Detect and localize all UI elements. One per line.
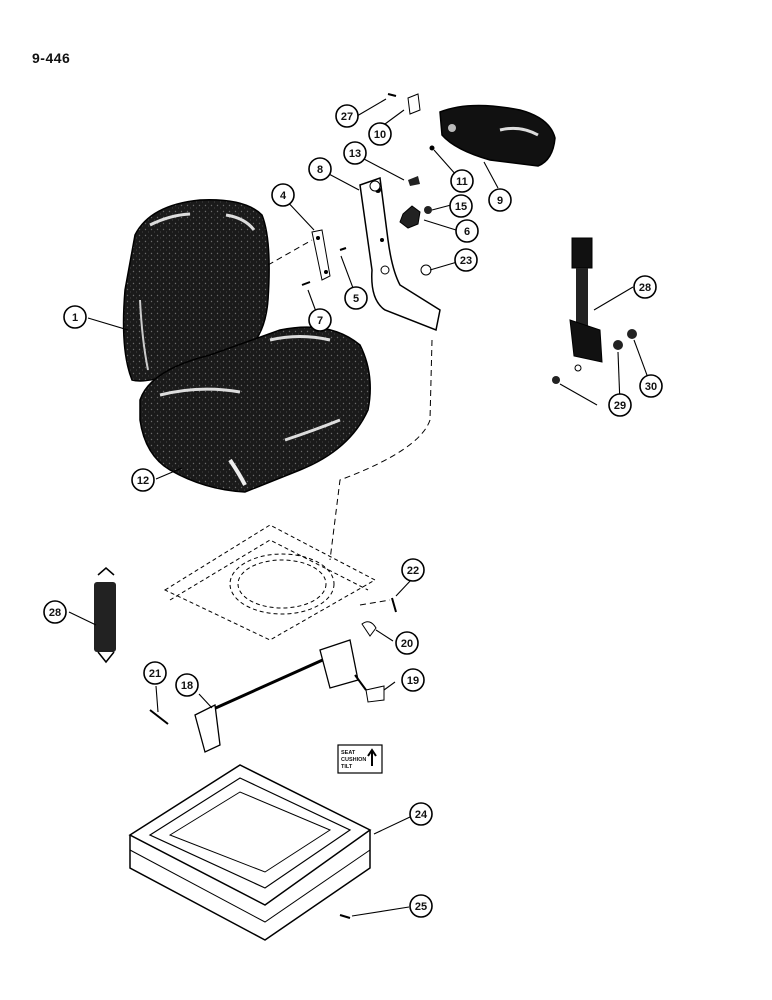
callout-5: 5 [344,286,368,310]
svg-text:24: 24 [415,809,428,821]
seat-belt [552,237,637,384]
svg-text:1: 1 [72,312,78,324]
callout-28: 28 [633,275,657,299]
callout-30: 30 [639,374,663,398]
svg-text:4: 4 [280,190,287,202]
svg-text:21: 21 [149,668,161,680]
callout-leaders [68,98,652,917]
seat-cushion [139,326,371,493]
hardware-parts [301,93,435,286]
callout-7: 7 [308,308,332,332]
seat-back [122,199,270,382]
latch-rod [149,597,397,753]
armrest [439,104,556,167]
svg-text:11: 11 [456,176,468,188]
svg-text:20: 20 [401,638,413,650]
svg-text:28: 28 [49,607,61,619]
callout-18: 18 [175,673,199,697]
callout-11: 11 [450,169,474,193]
callout-13: 13 [343,141,367,165]
svg-text:19: 19 [407,675,419,687]
callout-10: 10 [368,122,392,146]
armrest-bracket [359,176,441,332]
svg-text:13: 13 [349,148,361,160]
callout-29: 29 [608,393,632,417]
svg-text:5: 5 [353,293,359,305]
svg-text:25: 25 [415,901,427,913]
svg-text:30: 30 [645,381,657,393]
decal-line3: TILT [341,764,353,770]
callout-1: 1 [63,305,87,329]
callout-28-left: 28 [43,600,67,624]
spring [94,567,116,664]
callout-22: 22 [401,558,425,582]
decal-line1: SEAT [341,750,356,756]
svg-text:29: 29 [614,400,626,412]
svg-text:8: 8 [317,164,323,176]
callout-21: 21 [143,661,167,685]
svg-text:27: 27 [341,111,353,123]
callout-20: 20 [395,631,419,655]
callout-9: 9 [488,188,512,212]
callout-19: 19 [401,668,425,692]
decal-line2: CUSHION [341,757,366,763]
svg-text:28: 28 [639,282,651,294]
page-code: 9-446 [32,50,71,66]
svg-text:18: 18 [181,680,193,692]
svg-text:10: 10 [374,129,386,141]
svg-text:6: 6 [464,226,470,238]
callout-27: 27 [335,104,359,128]
callout-12: 12 [131,468,155,492]
svg-text:15: 15 [455,201,467,213]
callout-8: 8 [308,157,332,181]
svg-text:9: 9 [497,195,503,207]
svg-text:22: 22 [407,565,419,577]
callouts: 27 10 13 11 9 8 4 15 6 23 5 7 1 28 29 30… [43,104,663,918]
callout-4: 4 [271,183,295,207]
svg-text:7: 7 [317,315,323,327]
suspension-plate [163,524,377,641]
callout-15: 15 [449,194,473,218]
callout-23: 23 [454,248,478,272]
svg-text:23: 23 [460,255,472,267]
svg-text:12: 12 [137,475,149,487]
dashed-leaders [267,239,433,606]
base-frame [128,764,372,941]
callout-25: 25 [409,894,433,918]
callout-6: 6 [455,219,479,243]
seat-cushion-tilt-decal: SEAT CUSHION TILT [337,744,383,774]
callout-24: 24 [409,802,433,826]
